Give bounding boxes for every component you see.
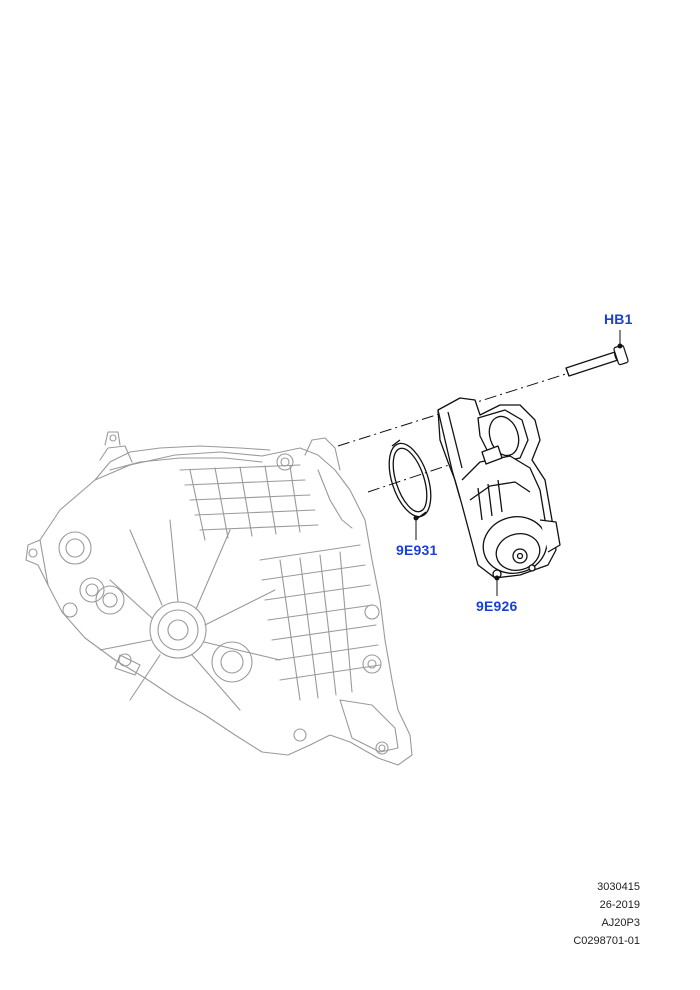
callout-leaders xyxy=(413,330,623,596)
9e926-throttle-body xyxy=(437,397,561,579)
callout-hb1: HB1 xyxy=(604,311,633,327)
lower-centerline xyxy=(367,463,453,493)
callout-9e931: 9E931 xyxy=(396,542,438,558)
upper-centerline xyxy=(337,371,573,447)
reference-line-3: AJ20P3 xyxy=(601,917,640,929)
9e931-seal-ring xyxy=(388,439,432,519)
reference-line-4: C0298701-01 xyxy=(573,935,640,947)
hb1-bolt xyxy=(565,344,629,377)
assembly-centerlines xyxy=(337,371,573,493)
transmission-housing xyxy=(25,431,413,766)
reference-line-1: 3030415 xyxy=(597,881,640,893)
callout-9e926: 9E926 xyxy=(476,598,518,614)
reference-line-2: 26-2019 xyxy=(599,899,640,911)
reference-block: 3030415 26-2019 AJ20P3 C0298701-01 xyxy=(573,878,640,950)
